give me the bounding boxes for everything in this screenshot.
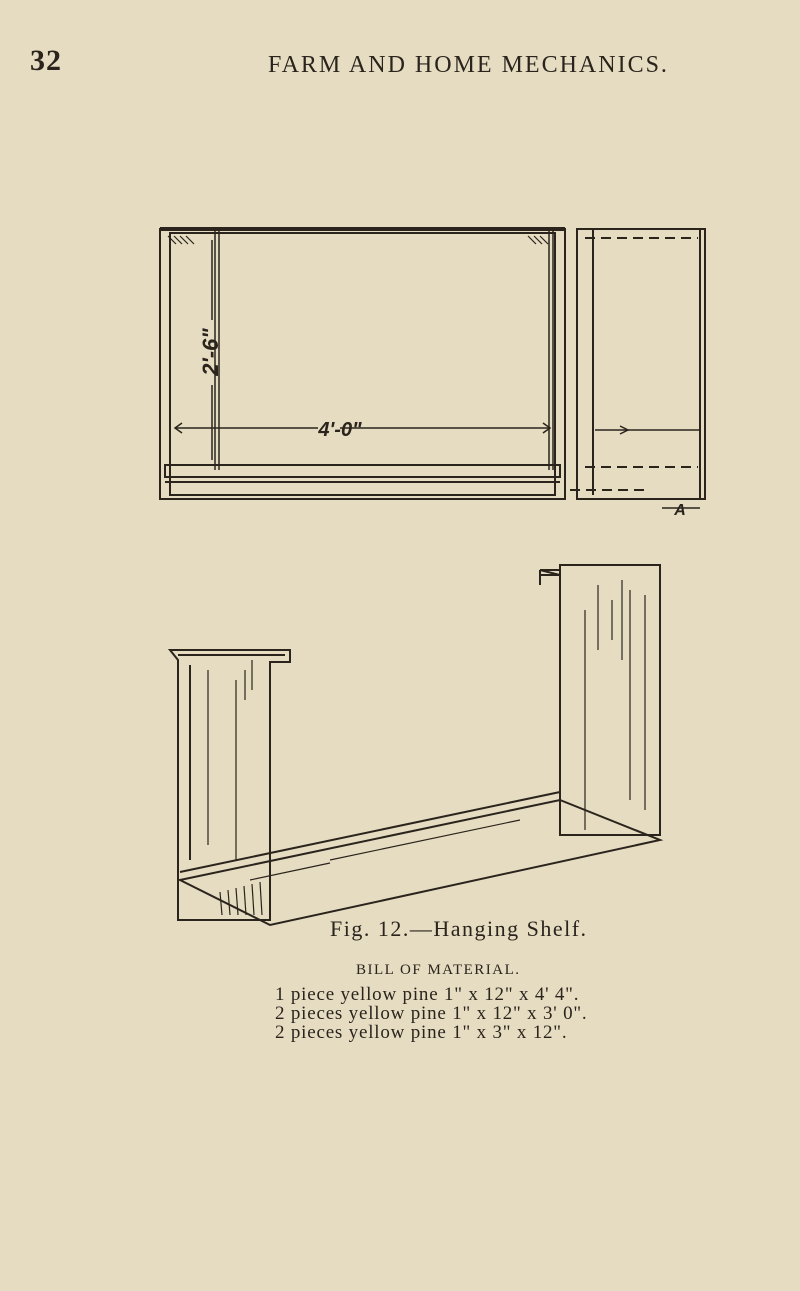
width-dimension-label: 4'-0" [317,419,362,441]
list-item: 1 piece yellow pine 1" x 12" x 4' 4". [275,984,580,1005]
height-dimension-label: 2'-6" [198,328,223,377]
bill-of-material-heading: BILL OF MATERIAL. [356,962,521,978]
section-mark-label: A [673,502,686,519]
figure-caption: Fig. 12.—Hanging Shelf. [330,916,588,941]
perspective-view-drawing [167,564,664,927]
front-view-drawing [159,227,566,500]
list-item: 2 pieces yellow pine 1" x 12" x 3' 0". [275,1003,588,1024]
side-view-drawing [570,228,706,509]
list-item: 2 pieces yellow pine 1" x 3" x 12". [275,1022,568,1043]
page-number: 32 [30,44,62,77]
running-title: FARM AND HOME MECHANICS. [268,52,669,78]
bill-of-material-list: 1 piece yellow pine 1" x 12" x 4' 4". 2 … [275,985,588,1042]
